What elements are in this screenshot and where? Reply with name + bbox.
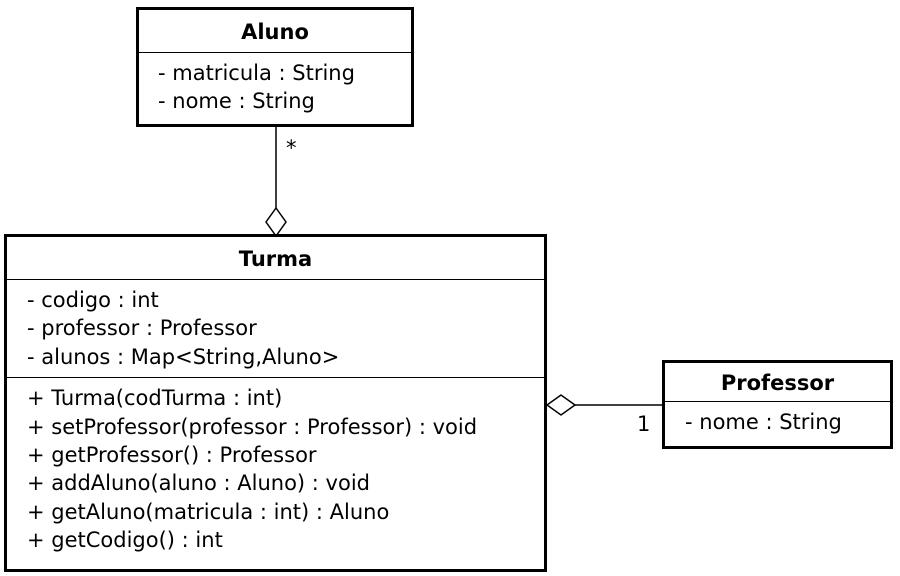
- turma-operations: + Turma(codTurma : int) + setProfessor(p…: [7, 378, 544, 560]
- operation-get-professor: + getProfessor() : Professor: [27, 443, 317, 468]
- multiplicity-professor: 1: [637, 412, 651, 436]
- attribute-codigo: - codigo : int: [27, 288, 159, 312]
- class-name-professor: Professor: [665, 363, 890, 402]
- turma-attributes: - codigo : int - professor : Professor -…: [7, 280, 544, 379]
- attribute-matricula: - matricula : String: [158, 61, 355, 85]
- multiplicity-aluno: *: [286, 136, 297, 160]
- operation-turma-constructor: + Turma(codTurma : int): [27, 386, 283, 411]
- aluno-attributes: - matricula : String - nome : String: [139, 53, 411, 122]
- aluno-turma-aggregation-diamond: [265, 206, 287, 238]
- operation-set-professor: + setProfessor(professor : Professor) : …: [27, 414, 478, 439]
- attribute-professor: - professor : Professor: [27, 316, 257, 341]
- class-name-turma: Turma: [7, 237, 544, 280]
- attribute-nome: - nome : String: [158, 89, 315, 114]
- attribute-alunos: - alunos : Map<String,Aluno>: [27, 344, 340, 369]
- operation-add-aluno: + addAluno(aluno : Aluno) : void: [27, 471, 370, 496]
- class-aluno[interactable]: Aluno - matricula : String - nome : Stri…: [136, 7, 414, 127]
- turma-professor-aggregation-diamond: [545, 394, 577, 416]
- attribute-nome: - nome : String: [685, 410, 842, 434]
- class-name-aluno: Aluno: [139, 10, 411, 53]
- operation-get-codigo: + getCodigo() : int: [27, 528, 223, 553]
- class-turma[interactable]: Turma - codigo : int - professor : Profe…: [4, 234, 547, 572]
- professor-attributes: - nome : String: [665, 402, 890, 442]
- operation-get-aluno: + getAluno(matricula : int) : Aluno: [27, 499, 390, 524]
- class-professor[interactable]: Professor - nome : String: [662, 360, 893, 449]
